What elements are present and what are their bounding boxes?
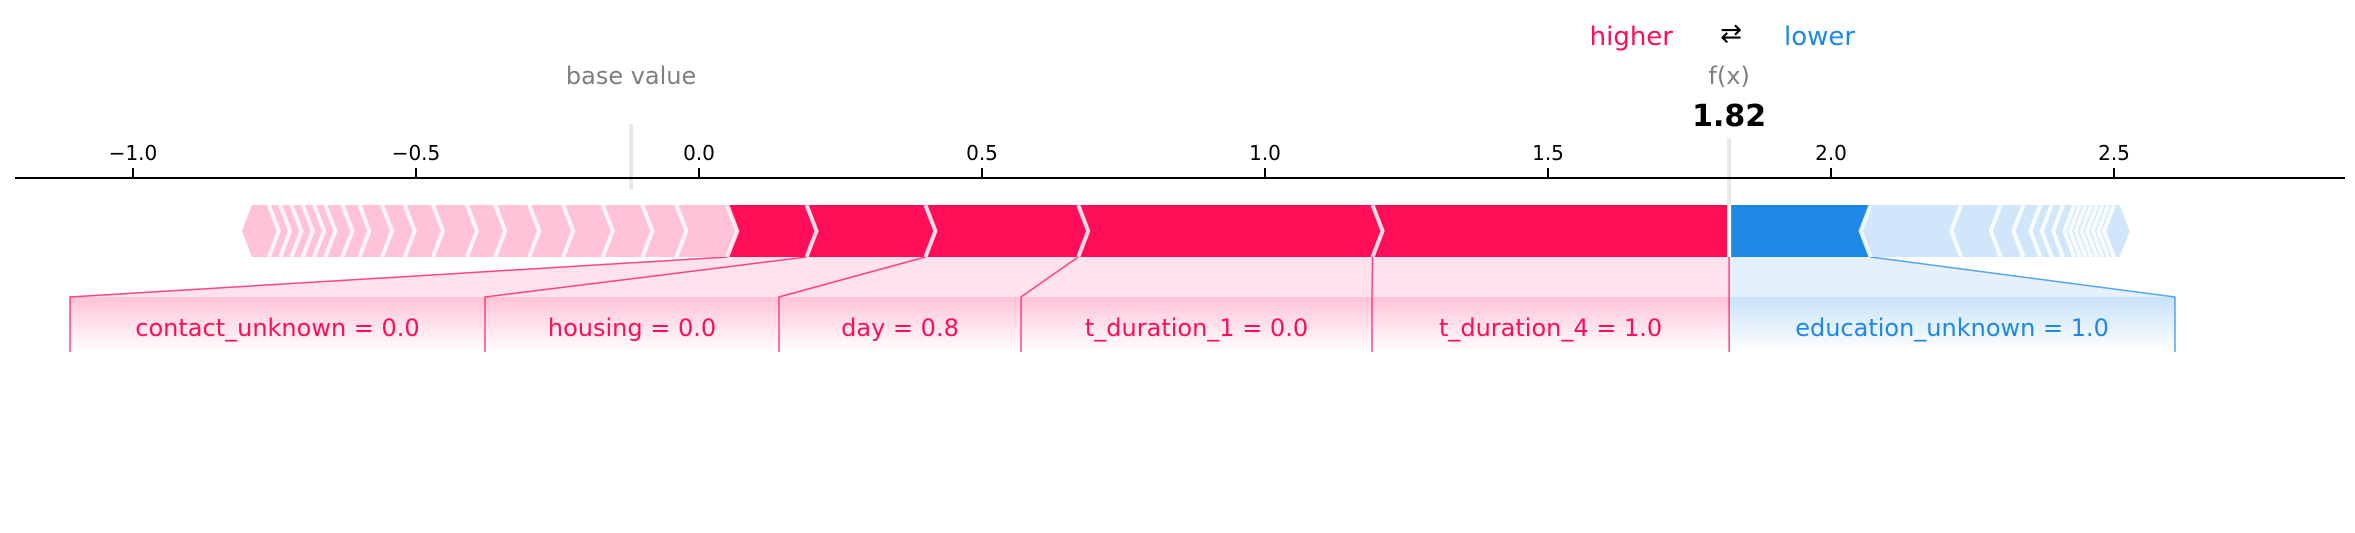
positive-force-segment	[1372, 205, 1730, 257]
chevron-separator	[1949, 204, 1964, 258]
chevron-separator	[527, 204, 542, 258]
positive-force-segment	[359, 205, 392, 257]
positive-force-segment	[806, 205, 936, 257]
chevron-separator	[2084, 204, 2099, 258]
x-tick-label: −0.5	[392, 141, 441, 165]
chevron-separator	[402, 204, 417, 258]
negative-force-segment	[1860, 205, 1962, 257]
feature-link-shade	[70, 257, 807, 297]
positive-force-segment	[1078, 205, 1383, 257]
chevron-separator	[431, 204, 446, 258]
fx-value: 1.82	[1692, 99, 1766, 134]
chevron-separator	[1988, 204, 2003, 258]
positive-force-segment	[433, 205, 477, 257]
feature-label: contact_unknown = 0.0	[135, 314, 419, 342]
x-tick-label: 0.0	[683, 141, 715, 165]
positive-force-segment	[495, 205, 540, 257]
positive-force-segment	[602, 205, 653, 257]
chevron-separator	[2011, 204, 2026, 258]
x-tick-label: 0.5	[966, 141, 998, 165]
chevron-separator	[357, 204, 372, 258]
feature-label-shade	[1729, 297, 2175, 352]
fx-label: f(x)	[1708, 62, 1749, 90]
positive-force-segment	[676, 205, 738, 257]
chevron-separator	[923, 204, 938, 258]
feature-label-shade	[1372, 297, 1730, 352]
feature-label: day = 0.8	[841, 314, 959, 342]
legend-lower: lower	[1784, 22, 1855, 52]
x-tick-label: 2.0	[1815, 141, 1847, 165]
chevron-separator	[2090, 204, 2105, 258]
chevron-separator	[674, 204, 689, 258]
chevron-separator	[804, 204, 819, 258]
chevron-separator	[312, 204, 327, 258]
feature-link-line	[778, 256, 926, 352]
negative-force-segment	[1729, 205, 1871, 257]
base-value-label: base value	[566, 62, 696, 90]
positive-force-segment	[925, 205, 1089, 257]
chevron-separator	[300, 204, 315, 258]
chevron-separator	[266, 204, 281, 258]
chevron-separator	[289, 204, 304, 258]
chevron-separator	[2067, 204, 2082, 258]
legend-arrows-icon: ⇄	[1720, 19, 1742, 49]
positive-force-segment	[642, 205, 687, 257]
feature-link-shade	[779, 257, 1079, 297]
chevron-separator	[2050, 204, 2065, 258]
chevron-separator	[1370, 204, 1385, 258]
feature-label: housing = 0.0	[548, 314, 716, 342]
positive-force-segment	[529, 205, 574, 257]
chevron-separator	[1076, 204, 1091, 258]
feature-label: t_duration_1 = 0.0	[1085, 314, 1308, 342]
feature-label-shade	[779, 297, 1021, 352]
chevron-separator	[2028, 204, 2043, 258]
feature-label-shade	[70, 297, 485, 352]
chevron-separator	[561, 204, 576, 258]
positive-force-segment	[382, 205, 415, 257]
chevron-separator	[380, 204, 395, 258]
chevron-separator	[278, 204, 293, 258]
positive-force-segment	[466, 205, 506, 257]
chevron-separator	[2079, 204, 2094, 258]
chevron-separator	[2101, 204, 2116, 258]
x-tick-label: −1.0	[109, 141, 158, 165]
chevron-separator	[2062, 204, 2077, 258]
positive-force-segment	[404, 205, 443, 257]
feature-link-shade	[1729, 257, 2175, 297]
chevron-separator	[493, 204, 508, 258]
negative-force-segment	[1990, 205, 2024, 257]
x-tick-label: 1.0	[1249, 141, 1281, 165]
chevron-separator	[1858, 204, 1873, 258]
chevron-separator	[323, 204, 338, 258]
feature-label-shade	[485, 297, 779, 352]
chevron-separator	[640, 204, 655, 258]
chevron-separator	[600, 204, 615, 258]
feature-link-line	[1371, 256, 1374, 352]
feature-link-shade	[1372, 257, 1730, 297]
chevron-separator	[2039, 204, 2054, 258]
feature-link-shade	[1021, 257, 1373, 297]
feature-link-line	[484, 256, 807, 352]
positive-force-segment	[563, 205, 613, 257]
feature-link-line	[1870, 256, 2176, 352]
feature-label-shade	[1021, 297, 1372, 352]
positive-force-segment	[241, 205, 279, 257]
feature-link-line	[69, 256, 728, 352]
chevron-separator	[725, 204, 740, 258]
x-tick-label: 2.5	[2098, 141, 2130, 165]
negative-force-segment	[1951, 205, 2001, 257]
feature-label: t_duration_4 = 1.0	[1439, 314, 1662, 342]
feature-label: education_unknown = 1.0	[1795, 314, 2109, 342]
chevron-separator	[465, 204, 480, 258]
x-tick-label: 1.5	[1532, 141, 1564, 165]
chevron-separator	[340, 204, 355, 258]
legend-higher: higher	[1590, 22, 1674, 52]
feature-link-line	[1020, 256, 1079, 352]
positive-force-segment	[727, 205, 817, 257]
chevron-separator	[2096, 204, 2111, 258]
chevron-separator	[2073, 204, 2088, 258]
